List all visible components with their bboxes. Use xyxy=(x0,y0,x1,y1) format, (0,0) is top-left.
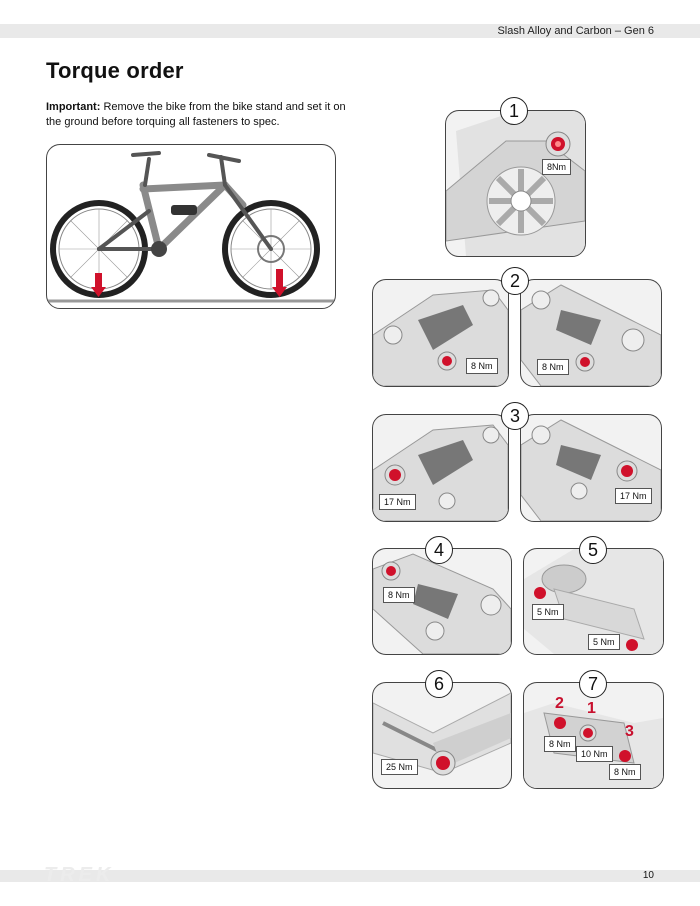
step-3-left-panel: 17 Nm xyxy=(372,414,509,522)
step-2-badge: 2 xyxy=(501,267,529,295)
bike-illustration-panel xyxy=(46,144,336,309)
step-5-badge: 5 xyxy=(579,536,607,564)
main-pivot-illustration xyxy=(373,692,511,776)
important-label: Important: xyxy=(46,101,101,113)
step-6-panel: 25 Nm xyxy=(372,682,512,789)
sequence-number: 2 xyxy=(555,695,564,712)
step-3-right-panel: 17 Nm xyxy=(520,414,662,522)
step-4-panel: 8 Nm xyxy=(372,548,512,655)
torque-label: 8 Nm xyxy=(383,587,415,603)
document-title: Slash Alloy and Carbon – Gen 6 xyxy=(497,25,654,37)
rocker-link-illustration xyxy=(373,553,511,654)
step-7-panel: 2 1 3 8 Nm 10 Nm 8 Nm xyxy=(523,682,664,789)
rocker-link-illustration xyxy=(521,419,661,521)
torque-label: 8 Nm xyxy=(466,358,498,374)
shock-mount-illustration xyxy=(524,549,663,654)
page-heading: Torque order xyxy=(46,58,184,83)
torque-label: 8 Nm xyxy=(609,764,641,780)
step-1-panel: 8Nm xyxy=(445,110,586,257)
step-2-right-panel: 8 Nm xyxy=(520,279,662,387)
important-note: Important: Remove the bike from the bike… xyxy=(46,100,346,130)
torque-label: 17 Nm xyxy=(615,488,652,504)
step-4-badge: 4 xyxy=(425,536,453,564)
torque-label: 8Nm xyxy=(542,159,572,175)
step-3-badge: 3 xyxy=(501,402,529,430)
torque-label: 5 Nm xyxy=(588,634,620,650)
torque-label: 8 Nm xyxy=(544,736,576,752)
step-2-left-panel: 8 Nm xyxy=(372,279,509,387)
torque-label: 5 Nm xyxy=(532,604,564,620)
step-5-panel: 5 Nm 5 Nm xyxy=(523,548,664,655)
important-text: Remove the bike from the bike stand and … xyxy=(46,101,346,128)
torque-label: 25 Nm xyxy=(381,759,418,775)
header-bar xyxy=(0,24,700,38)
step-6-badge: 6 xyxy=(425,670,453,698)
torque-label: 8 Nm xyxy=(537,359,569,375)
torque-label: 10 Nm xyxy=(576,746,613,762)
trek-logo: TREK xyxy=(44,864,115,886)
sequence-number: 3 xyxy=(625,723,634,740)
sequence-number: 1 xyxy=(587,700,596,717)
footer-bar xyxy=(0,870,700,882)
page-number: 10 xyxy=(642,870,654,881)
rocker-pivot-illustration xyxy=(446,111,585,256)
step-1-badge: 1 xyxy=(500,97,528,125)
bike-illustration xyxy=(47,151,335,303)
step-7-badge: 7 xyxy=(579,670,607,698)
torque-label: 17 Nm xyxy=(379,494,416,510)
